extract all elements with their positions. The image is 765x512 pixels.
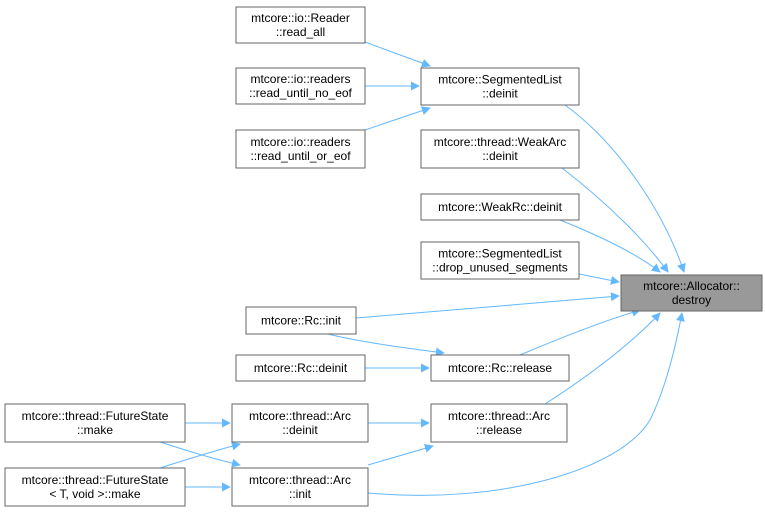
node-readers-read-until-or-eof[interactable]: mtcore::io::readers::read_until_or_eof	[235, 129, 366, 169]
node-box	[235, 67, 366, 105]
edge-arc-init-to-arc-release	[367, 443, 434, 466]
node-label-line: mtcore::thread::Arc	[249, 473, 351, 487]
node-label-line: destroy	[672, 293, 711, 307]
node-readers-read-until-no-eof[interactable]: mtcore::io::readers::read_until_no_eof	[235, 67, 366, 105]
node-label-line: mtcore::thread::Arc	[448, 409, 550, 423]
edge-weakarc-deinit-to-allocator-destroy	[561, 167, 669, 273]
node-box	[4, 403, 186, 443]
node-box	[231, 403, 369, 443]
node-weakrc-deinit[interactable]: mtcore::WeakRc::deinit	[420, 193, 580, 221]
edge-futurestate-make-to-arc-init	[159, 441, 241, 468]
node-label-line: mtcore::io::readers	[250, 72, 350, 86]
edge-weakrc-deinit-to-allocator-destroy	[559, 219, 661, 273]
edge-rc-init-to-allocator-destroy	[355, 292, 620, 319]
node-box	[420, 241, 580, 280]
edge-seglist-deinit-to-allocator-destroy	[564, 104, 686, 273]
node-rc-deinit[interactable]: mtcore::Rc::deinit	[235, 354, 366, 382]
node-label-line: ::read_all	[276, 25, 325, 39]
node-box	[4, 467, 186, 507]
node-rc-init[interactable]: mtcore::Rc::init	[245, 306, 357, 335]
node-box	[231, 467, 369, 507]
node-label-line: < T, void >::make	[49, 487, 140, 501]
node-label-line: ::deinit	[282, 423, 318, 437]
node-box	[235, 6, 366, 44]
node-label-line: mtcore::io::readers	[250, 135, 350, 149]
node-label-line: ::make	[77, 423, 113, 437]
node-box	[235, 129, 366, 169]
node-box	[420, 67, 580, 106]
node-allocator-destroy[interactable]: mtcore::Allocator::destroy	[620, 274, 763, 312]
node-futurestate-make[interactable]: mtcore::thread::FutureState::make	[4, 403, 186, 443]
node-label-line: mtcore::io::Reader	[251, 11, 350, 25]
edge-reader-read-all-to-seglist-deinit	[364, 41, 431, 68]
edge-read-until-or-eof-to-seglist-deinit	[364, 106, 431, 131]
node-weakarc-deinit[interactable]: mtcore::thread::WeakArc::deinit	[420, 129, 580, 169]
node-box	[235, 354, 366, 382]
edge-rc-init-to-rc-release	[327, 333, 445, 357]
node-label-line: mtcore::WeakRc::deinit	[438, 200, 562, 214]
node-label-line: ::init	[289, 487, 312, 501]
node-box	[245, 306, 357, 335]
node-label-line: ::deinit	[482, 87, 518, 101]
node-label-line: ::deinit	[482, 149, 518, 163]
node-layer: mtcore::io::Reader::read_allmtcore::io::…	[4, 6, 763, 507]
node-futurestate-void-make[interactable]: mtcore::thread::FutureState< T, void >::…	[4, 467, 186, 507]
node-label-line: ::drop_unused_segments	[432, 261, 567, 275]
node-label-line: mtcore::SegmentedList	[438, 247, 562, 261]
node-box	[620, 274, 763, 312]
node-box	[420, 129, 580, 169]
node-label-line: ::release	[476, 423, 522, 437]
node-rc-release[interactable]: mtcore::Rc::release	[430, 354, 570, 382]
node-box	[420, 193, 580, 221]
node-box	[430, 403, 568, 443]
node-label-line: ::read_until_no_eof	[249, 86, 352, 100]
node-segmentedlist-deinit[interactable]: mtcore::SegmentedList::deinit	[420, 67, 580, 106]
node-label-line: ::read_until_or_eof	[250, 149, 351, 163]
node-label-line: mtcore::Rc::init	[261, 314, 342, 328]
node-label-line: mtcore::thread::Arc	[249, 409, 351, 423]
node-label-line: mtcore::thread::FutureState	[22, 409, 169, 423]
node-label-line: mtcore::Rc::release	[448, 361, 552, 375]
node-arc-init[interactable]: mtcore::thread::Arc::init	[231, 467, 369, 507]
edge-rc-release-to-allocator-destroy	[519, 308, 641, 356]
node-label-line: mtcore::SegmentedList	[438, 73, 562, 87]
node-arc-deinit[interactable]: mtcore::thread::Arc::deinit	[231, 403, 369, 443]
node-label-line: mtcore::thread::FutureState	[22, 473, 169, 487]
edge-arc-init-to-allocator-destroy	[367, 312, 685, 496]
node-reader-read-all[interactable]: mtcore::io::Reader::read_all	[235, 6, 366, 44]
edge-seglist-drop-to-allocator-destroy	[578, 273, 620, 285]
node-segmentedlist-drop-unused-segments[interactable]: mtcore::SegmentedList::drop_unused_segme…	[420, 241, 580, 280]
node-box	[430, 354, 570, 382]
edge-layer	[159, 41, 686, 496]
edge-futurestate-void-make-to-arc-deinit	[159, 441, 241, 469]
node-label-line: mtcore::Allocator::	[643, 279, 740, 293]
node-label-line: mtcore::Rc::deinit	[254, 361, 348, 375]
node-label-line: mtcore::thread::WeakArc	[434, 135, 567, 149]
edge-arc-release-to-allocator-destroy	[544, 312, 661, 405]
node-arc-release[interactable]: mtcore::thread::Arc::release	[430, 403, 568, 443]
